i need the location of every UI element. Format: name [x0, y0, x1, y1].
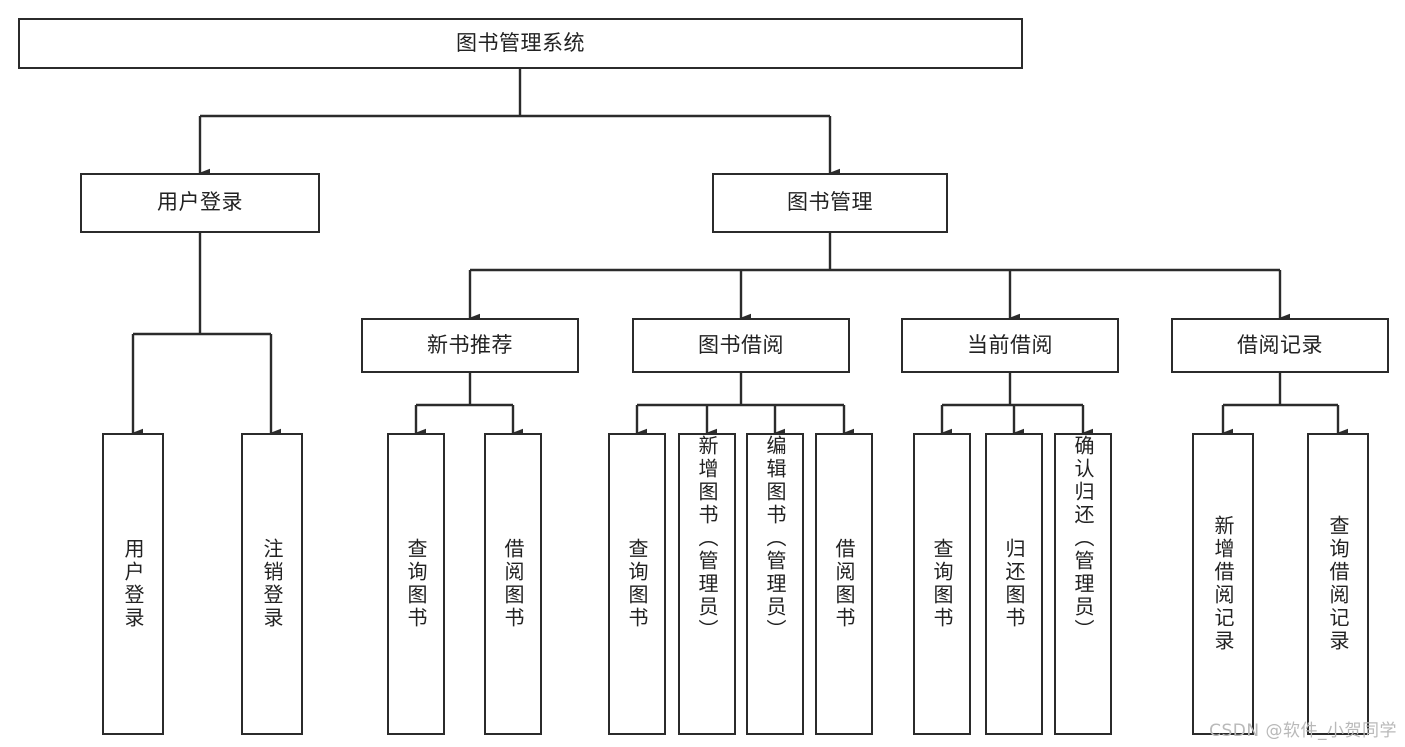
node-label: 新书推荐 [427, 332, 513, 357]
node-label: 确认归还（管理员） [1071, 435, 1095, 642]
node-label: 注销登录 [260, 538, 284, 630]
node-level2-0[interactable]: 用户登录 [80, 173, 320, 233]
node-leaf-5[interactable]: 新增图书（管理员） [678, 433, 736, 735]
node-level3-3[interactable]: 借阅记录 [1171, 318, 1389, 373]
node-label: 归还图书 [1002, 538, 1026, 630]
watermark-text: CSDN @软件_小贺同学 [1209, 721, 1397, 741]
node-label: 用户登录 [157, 190, 243, 215]
node-label: 查询图书 [404, 538, 428, 630]
node-label: 新增图书（管理员） [695, 435, 719, 642]
node-level3-1[interactable]: 图书借阅 [632, 318, 850, 373]
node-root-0[interactable]: 图书管理系统 [18, 18, 1023, 69]
node-label: 借阅图书 [501, 538, 525, 630]
node-label: 查询借阅记录 [1326, 515, 1350, 653]
node-leaf-7[interactable]: 借阅图书 [815, 433, 873, 735]
node-label: 用户登录 [121, 538, 145, 630]
node-leaf-12[interactable]: 查询借阅记录 [1307, 433, 1369, 735]
node-label: 查询图书 [930, 538, 954, 630]
node-leaf-2[interactable]: 查询图书 [387, 433, 445, 735]
node-label: 图书管理系统 [456, 30, 585, 55]
node-leaf-9[interactable]: 归还图书 [985, 433, 1043, 735]
node-leaf-6[interactable]: 编辑图书（管理员） [746, 433, 804, 735]
node-label: 查询图书 [625, 538, 649, 630]
node-label: 当前借阅 [967, 332, 1053, 357]
node-level2-1[interactable]: 图书管理 [712, 173, 948, 233]
node-label: 图书管理 [787, 190, 873, 215]
node-leaf-0[interactable]: 用户登录 [102, 433, 164, 735]
node-label: 新增借阅记录 [1211, 515, 1235, 653]
node-level3-0[interactable]: 新书推荐 [361, 318, 579, 373]
node-leaf-3[interactable]: 借阅图书 [484, 433, 542, 735]
node-label: 借阅记录 [1237, 332, 1323, 357]
node-leaf-4[interactable]: 查询图书 [608, 433, 666, 735]
node-label: 借阅图书 [832, 538, 856, 630]
node-level3-2[interactable]: 当前借阅 [901, 318, 1119, 373]
node-label: 编辑图书（管理员） [763, 435, 787, 642]
node-leaf-8[interactable]: 查询图书 [913, 433, 971, 735]
node-label: 图书借阅 [698, 332, 784, 357]
node-leaf-11[interactable]: 新增借阅记录 [1192, 433, 1254, 735]
node-leaf-10[interactable]: 确认归还（管理员） [1054, 433, 1112, 735]
node-leaf-1[interactable]: 注销登录 [241, 433, 303, 735]
